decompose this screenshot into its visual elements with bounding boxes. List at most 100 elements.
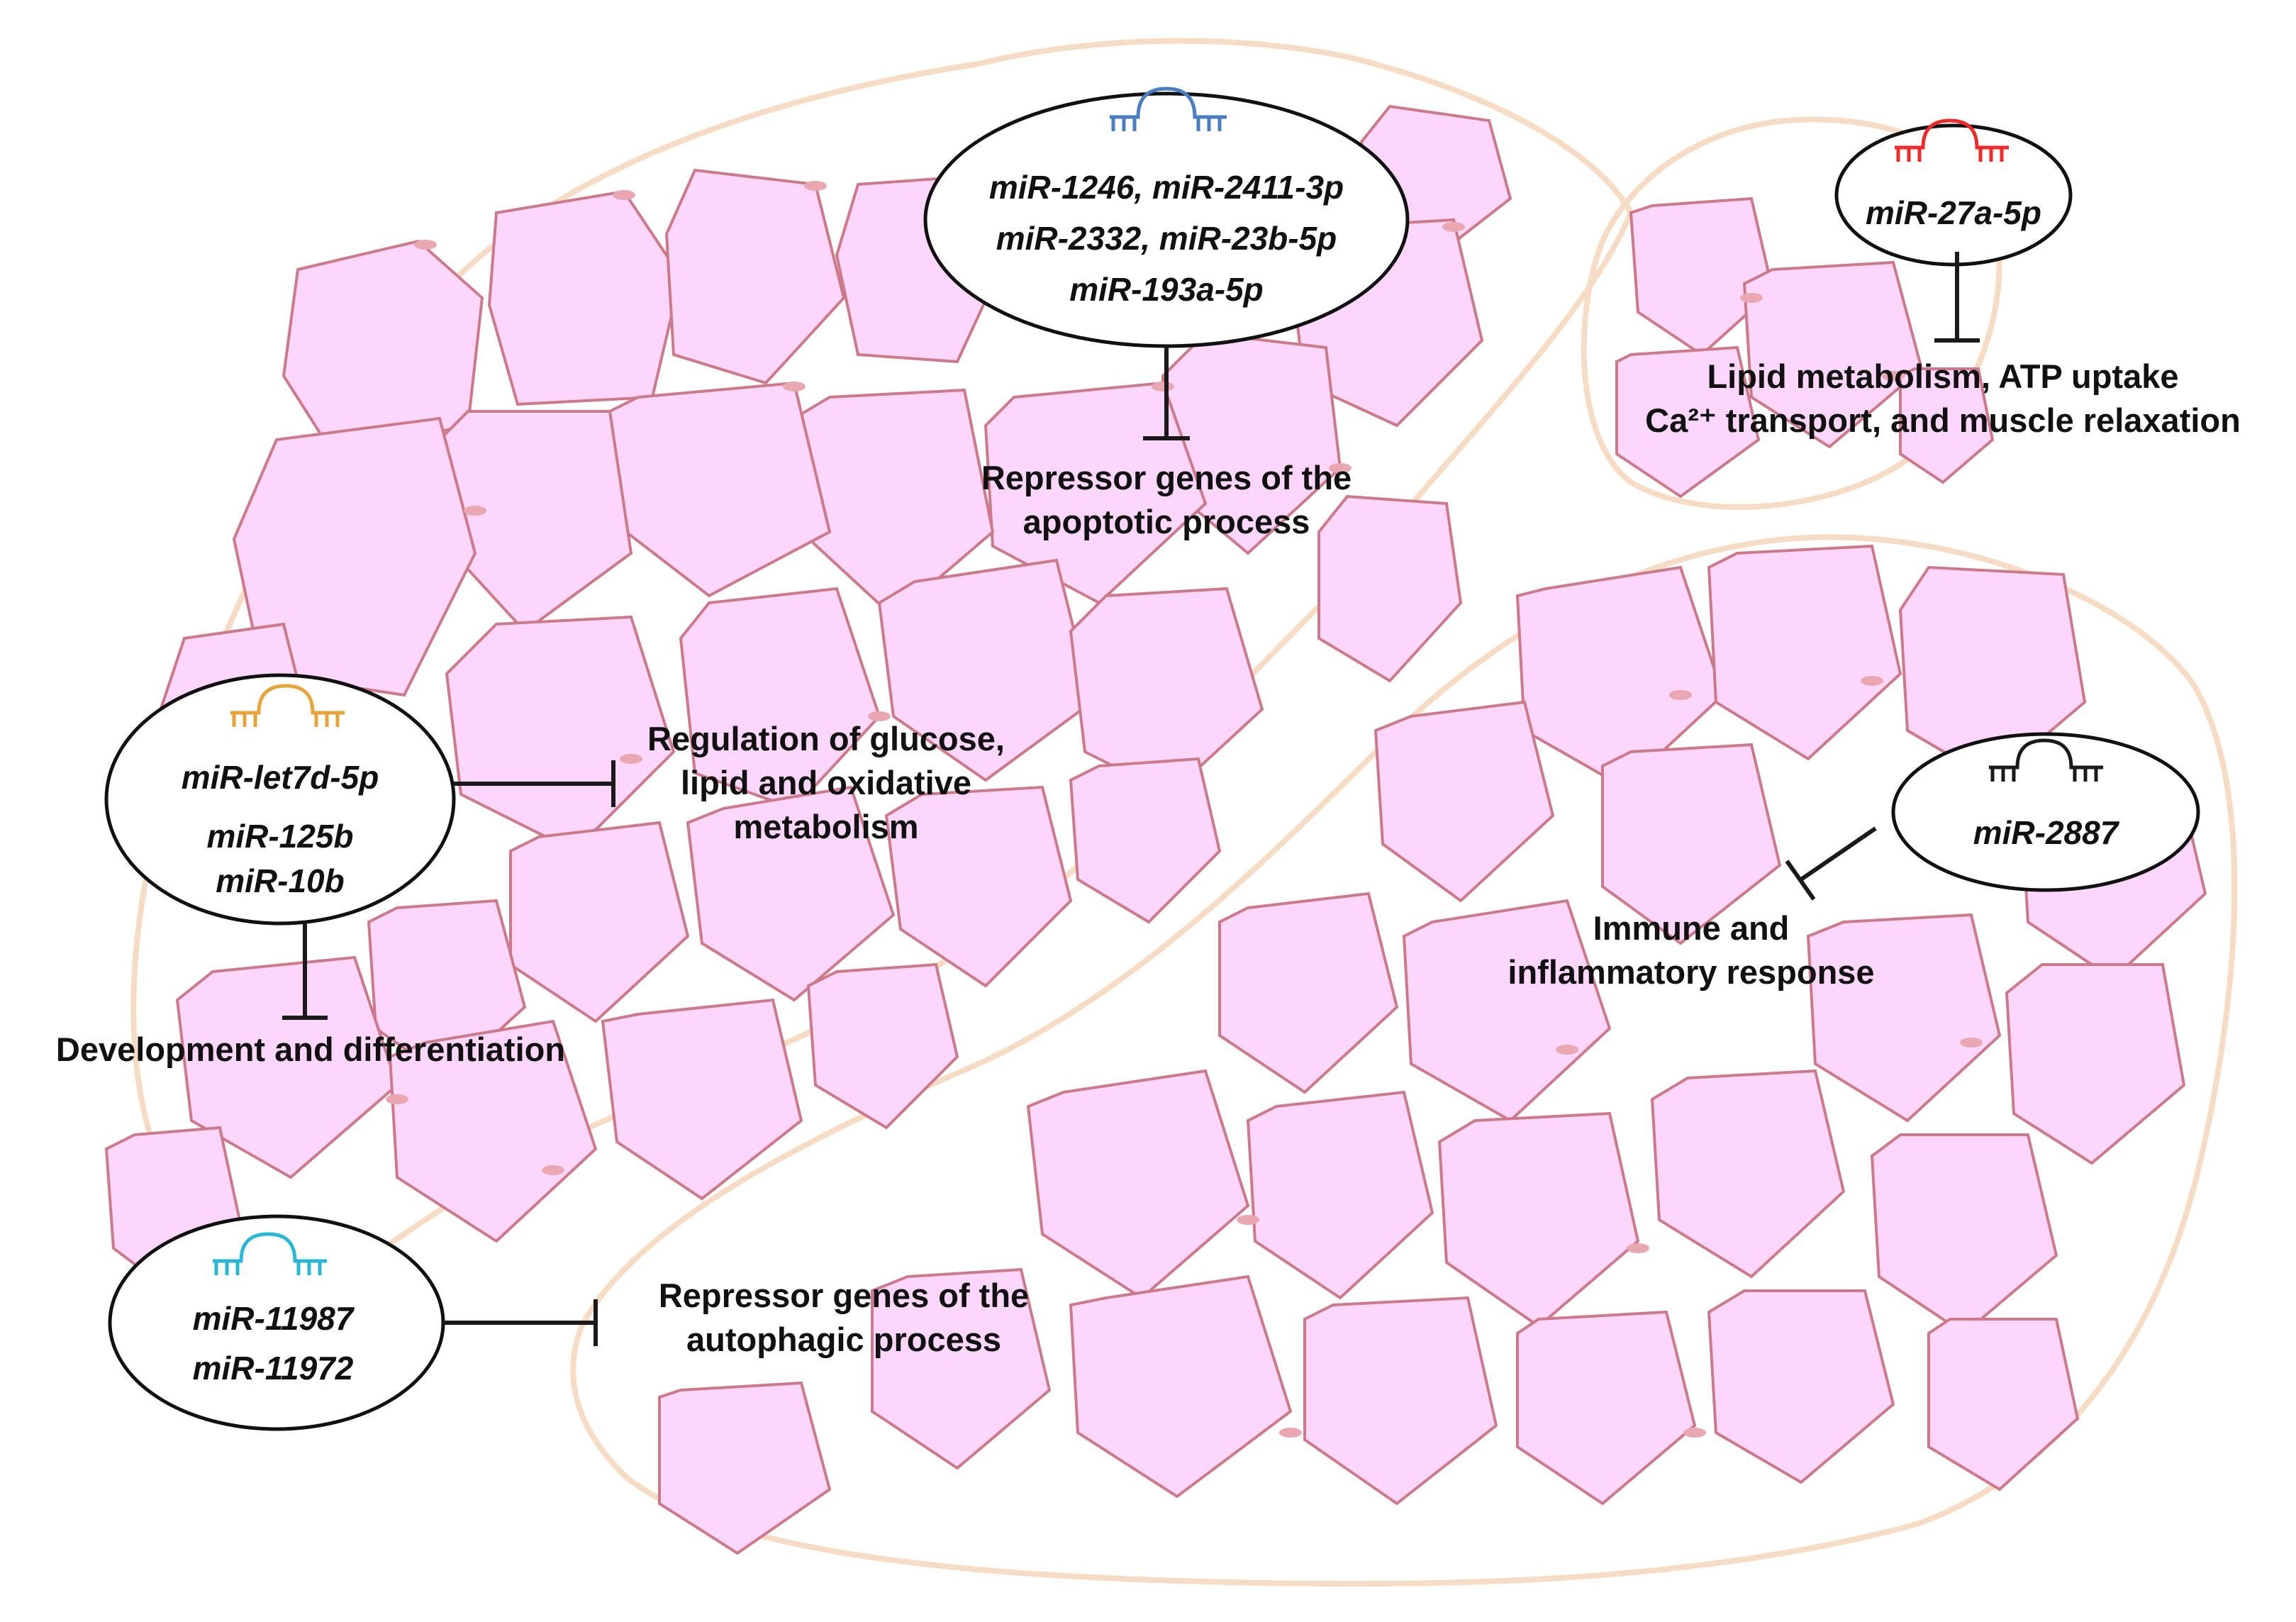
muscle-fiber <box>1303 1296 1498 1506</box>
muscle-fiber <box>1161 331 1342 555</box>
group-immune: miR-2887 Immune and inflammatory respons… <box>1508 732 2200 991</box>
mirna-name: miR-27a-5p <box>1866 194 2041 231</box>
myonucleus <box>542 1165 564 1175</box>
myonucleus <box>1556 1045 1578 1055</box>
effect-label: Ca²⁺ transport, and muscle relaxation <box>1645 401 2241 439</box>
myonucleus <box>1683 1428 1706 1438</box>
myonucleus <box>1627 1243 1649 1253</box>
muscle-fiber <box>232 416 477 697</box>
myonucleus <box>620 754 642 764</box>
myonucleus <box>1882 371 1905 381</box>
mirna-name: miR-2332, miR-23b-5p <box>996 220 1337 257</box>
myonucleus <box>464 506 486 516</box>
inhibition-arrow <box>282 923 328 1020</box>
muscle-fiber <box>1615 345 1761 499</box>
myonucleus <box>1237 1215 1259 1225</box>
myonucleus <box>1669 690 1692 700</box>
mirna-name: miR-193a-5p <box>1069 271 1264 308</box>
muscle-fiber <box>445 615 676 853</box>
myonucleus <box>386 1094 408 1104</box>
muscle-fiber <box>175 955 399 1179</box>
muscle-fiber <box>1707 1289 1895 1484</box>
effect-label: Development and differentiation <box>56 1031 565 1068</box>
effect-label: metabolism <box>733 808 918 845</box>
effect-label: Repressor genes of the <box>981 459 1352 496</box>
muscle-fiber <box>1026 1069 1250 1300</box>
mirna-ellipse <box>1834 123 2073 267</box>
mirna-name: miR-let7d-5p <box>182 759 379 796</box>
muscle-fiber <box>487 189 683 406</box>
mirna-name: miR-1246, miR-2411-3p <box>989 169 1344 206</box>
muscle-fiber <box>884 785 1073 988</box>
muscle-fiber <box>1516 1310 1697 1506</box>
muscle-fiber <box>601 998 803 1201</box>
myonucleus <box>1740 293 1763 303</box>
group-lipid-atp: miR-27a-5p Lipid metabolism, ATP uptake … <box>1645 118 2241 439</box>
muscle-fiber <box>1317 494 1463 683</box>
top-right-fascicle-outline <box>1581 116 2002 510</box>
right-fascicle-outline <box>570 534 2238 1587</box>
muscle-fiber <box>1402 899 1612 1123</box>
myonuclei <box>386 181 1983 1438</box>
muscle-fiber <box>1373 700 1555 903</box>
muscle-fiber <box>608 381 832 598</box>
mirna-name: miR-11987 <box>193 1300 355 1337</box>
myonucleus <box>1152 382 1174 391</box>
myonucleus <box>1442 222 1465 232</box>
myonucleus <box>414 240 437 250</box>
muscle-fiber <box>1707 544 1902 761</box>
mirna-name: miR-125b <box>206 818 353 855</box>
muscle-fiber <box>438 410 633 633</box>
mirna-ellipse <box>1891 732 2200 892</box>
effect-label: Repressor genes of the <box>659 1277 1029 1314</box>
muscle-fiber <box>877 558 1094 782</box>
effect-label: inflammatory response <box>1508 953 1874 991</box>
myonucleus <box>1329 463 1352 473</box>
muscle-fiber <box>1870 1133 2058 1335</box>
myonucleus <box>613 190 635 200</box>
mirna-icon <box>1895 118 2009 162</box>
muscle-fiber <box>664 168 846 385</box>
mirna-name: miR-10b <box>216 862 344 899</box>
muscle-fiber <box>1806 913 2002 1123</box>
muscle-fiber <box>686 785 896 1002</box>
effect-label: Lipid metabolism, ATP uptake <box>1707 357 2178 395</box>
group-let7: miR-let7d-5p miR-125b miR-10b Regulation… <box>56 673 1005 1068</box>
myonucleus <box>1960 1038 1983 1048</box>
muscle-fiber <box>509 821 690 1023</box>
muscle-fiber <box>1742 260 1924 449</box>
muscle-fiber <box>1246 1090 1434 1300</box>
muscle-fibers <box>104 104 2207 1555</box>
mirna-icon <box>213 1232 327 1275</box>
mirna-icon <box>1989 738 2103 782</box>
muscle-fiber <box>1650 1069 1846 1279</box>
muscle-fiber <box>1601 743 1782 945</box>
myonucleus <box>1861 676 1883 686</box>
myonucleus <box>783 382 806 391</box>
muscle-fiber <box>1069 1274 1293 1499</box>
muscle-fiber <box>1437 1111 1640 1328</box>
inhibition-arrow <box>1934 252 1980 343</box>
inhibition-arrow <box>454 760 615 807</box>
group-apoptotic: miR-1246, miR-2411-3p miR-2332, miR-23b-… <box>923 87 1410 540</box>
muscle-fiber <box>1218 891 1399 1094</box>
mirna-name: miR-11972 <box>193 1350 354 1387</box>
effect-label: Immune and <box>1593 909 1790 947</box>
inhibition-arrow <box>1785 826 1877 901</box>
group-autophagic: miR-11987 miR-11972 Repressor genes of t… <box>108 1214 1029 1431</box>
mirna-ellipse <box>104 673 456 926</box>
muscle-fiber <box>658 1381 832 1555</box>
effect-label: autophagic process <box>686 1321 1001 1358</box>
mirna-name: miR-2887 <box>1973 814 2120 851</box>
effect-label: apoptotic process <box>1023 503 1310 540</box>
mirna-icon <box>1110 87 1227 131</box>
effect-label: lipid and oxidative <box>681 764 971 801</box>
muscle-fiber <box>871 1267 1052 1470</box>
muscle-fiber <box>1927 1318 2080 1492</box>
inhibition-arrow <box>1143 346 1190 440</box>
muscle-fiber <box>2005 963 2186 1165</box>
muscle-fiber <box>282 239 484 456</box>
muscle-fiber <box>806 962 959 1130</box>
myonucleus <box>1279 1428 1302 1438</box>
